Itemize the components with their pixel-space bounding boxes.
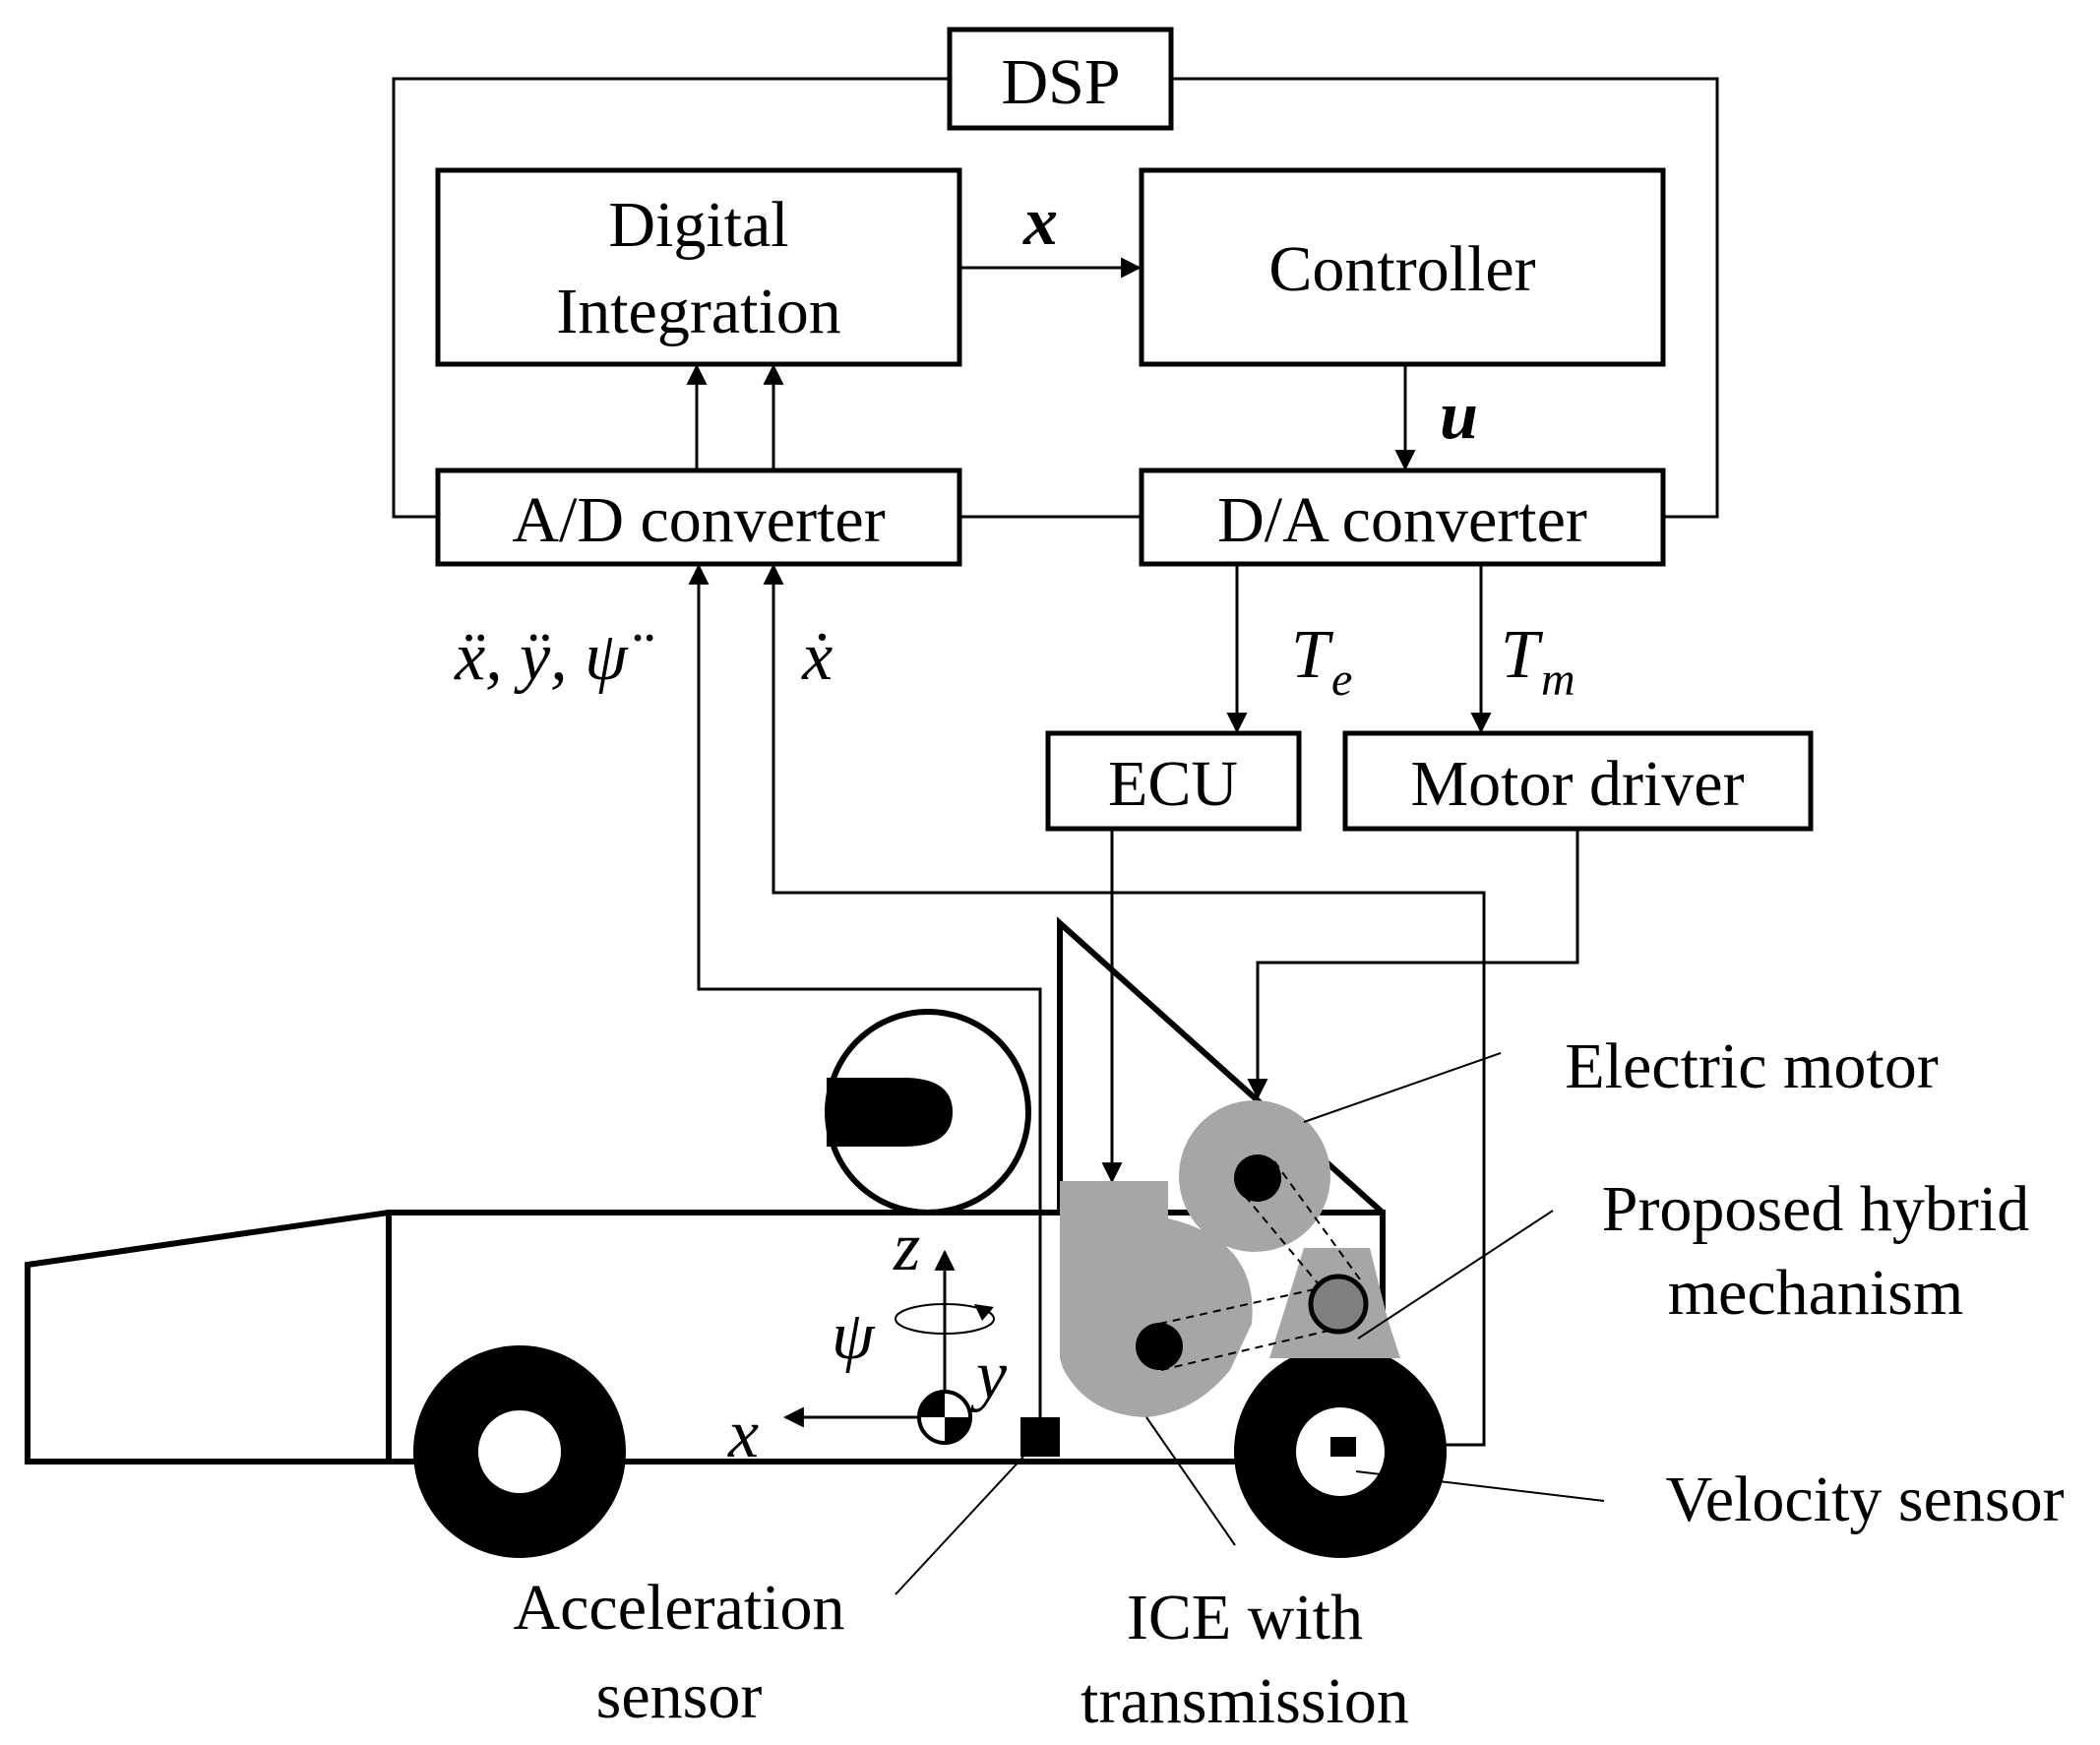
driver-to-motor-arrow [1247, 829, 1579, 1100]
hybrid-mechanism-icon [1158, 1160, 1400, 1371]
velocity-sensor-icon [1330, 1437, 1356, 1457]
dsp-box: DSP [947, 27, 1174, 131]
te-label: Te [1291, 617, 1352, 706]
velocity-sensor-leader [1355, 1470, 1605, 1502]
acceleration-signals-label: ẍ, ÿ, ψ̈ [454, 619, 653, 695]
electric-motor-leader [1303, 1052, 1502, 1123]
u-signal-label: u [1440, 378, 1478, 454]
controller-box: Controller [1139, 167, 1666, 367]
tm-main: T [1501, 617, 1544, 693]
ad-converter-box: A/D converter [435, 467, 962, 567]
ecu-box: ECU [1045, 730, 1302, 832]
digital-integration-label-line2: Integration [556, 276, 841, 347]
te-sub: e [1331, 654, 1352, 706]
tm-label: Tm [1501, 617, 1575, 706]
acceleration-sensor-leader [895, 1456, 1024, 1595]
ice-leader [1145, 1416, 1236, 1546]
dsp-loop-left [392, 77, 950, 519]
electric-motor-label: Electric motor [1565, 1030, 1938, 1102]
z-axis-label: z [893, 1210, 920, 1285]
tm-sub: m [1541, 654, 1575, 706]
hybrid-mechanism-label-line1: Proposed hybrid [1602, 1173, 2029, 1245]
acceleration-sensor-label-line1: Acceleration [513, 1572, 844, 1644]
acceleration-sensor-label-line2: sensor [596, 1660, 763, 1732]
hybrid-mechanism-leader [1357, 1210, 1554, 1340]
electric-motor-icon [1179, 1100, 1330, 1252]
controller-label: Controller [1268, 233, 1535, 305]
acceleration-sensor-icon [1020, 1417, 1060, 1457]
ice-engine-icon [1060, 1181, 1253, 1417]
da-converter-box: D/A converter [1139, 467, 1666, 567]
x-axis-label: x [727, 1397, 759, 1472]
te-main: T [1291, 617, 1334, 693]
velocity-signal-label: ẋ [801, 619, 833, 695]
digital-integration-box: Digital Integration [435, 167, 962, 367]
hybrid-mechanism-label-line2: mechanism [1668, 1257, 1964, 1329]
dsp-label: DSP [1001, 46, 1120, 118]
ice-label-line1: ICE with [1127, 1582, 1363, 1653]
ad-converter-label: A/D converter [512, 484, 885, 556]
psi-label: ψ [832, 1298, 876, 1374]
motor-driver-label: Motor driver [1410, 748, 1744, 820]
y-axis-label: y [970, 1338, 1008, 1413]
x-signal-label: x [1022, 184, 1058, 260]
coordinate-frame [782, 1249, 995, 1445]
velocity-sensor-label: Velocity sensor [1665, 1464, 2064, 1535]
motor-driver-box: Motor driver [1342, 730, 1814, 832]
digital-integration-label-line1: Digital [608, 189, 788, 261]
driver-helmet-icon [825, 1009, 1031, 1215]
ecu-label: ECU [1108, 748, 1238, 820]
ice-label-line2: transmission [1081, 1665, 1409, 1737]
da-converter-label: D/A converter [1217, 484, 1587, 556]
dsp-loop-right [1171, 77, 1719, 519]
rear-wheel-icon [413, 1345, 626, 1558]
